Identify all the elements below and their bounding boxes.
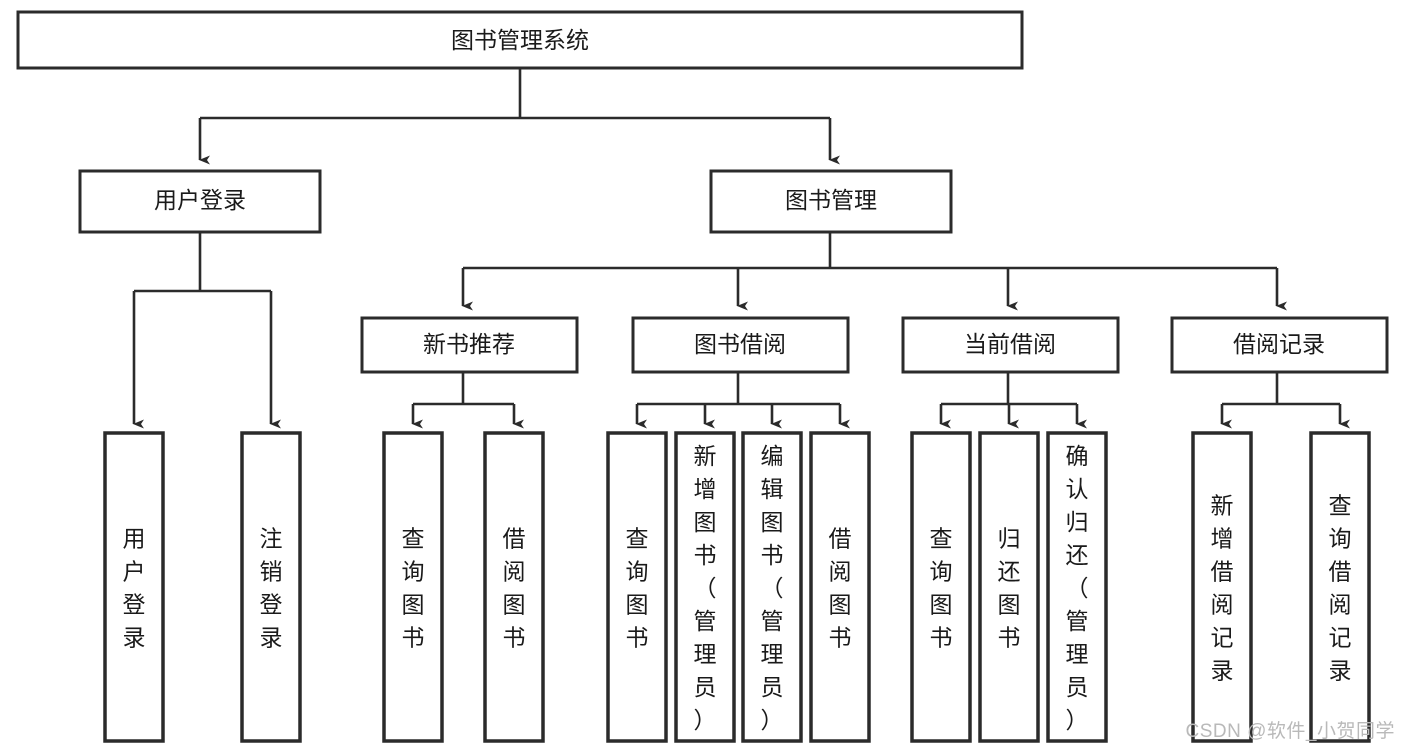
node-leaf11[interactable]: 确认归还（管理员） — [1046, 431, 1108, 743]
node-leaf6[interactable]: 新增图书（管理员） — [674, 431, 736, 743]
node-box-leaf12[interactable] — [1191, 431, 1253, 743]
node-box-leaf9[interactable] — [910, 431, 972, 743]
node-label-bookmgmt: 图书管理 — [785, 187, 877, 213]
node-label-borrow: 图书借阅 — [694, 331, 786, 357]
node-borrow[interactable]: 图书借阅 — [631, 316, 850, 374]
node-leaf13[interactable]: 查询借阅记录 — [1309, 431, 1371, 743]
node-bookmgmt[interactable]: 图书管理 — [709, 169, 953, 234]
node-box-leaf13[interactable] — [1309, 431, 1371, 743]
node-leaf12[interactable]: 新增借阅记录 — [1191, 431, 1253, 743]
node-label-leaf2: 注销登录 — [260, 526, 283, 651]
node-leaf5[interactable]: 查询图书 — [606, 431, 668, 743]
node-current[interactable]: 当前借阅 — [901, 316, 1120, 374]
leaf-nodes-layer: 用户登录 注销登录 查询图书 借阅图书 查询图书 新增图书（管理员） — [103, 431, 1371, 743]
node-box-borrow[interactable] — [631, 316, 850, 374]
node-label-leaf1: 用户登录 — [123, 526, 146, 651]
node-label-leaf12: 新增借阅记录 — [1211, 493, 1234, 684]
node-label-leaf7: 编辑图书（管理员） — [761, 443, 784, 733]
node-label-leaf5: 查询图书 — [626, 526, 649, 651]
node-leaf2[interactable]: 注销登录 — [240, 431, 302, 743]
node-leaf10[interactable]: 归还图书 — [978, 431, 1040, 743]
connector-layer — [132, 68, 1350, 429]
node-leaf9[interactable]: 查询图书 — [910, 431, 972, 743]
node-box-login[interactable] — [78, 169, 322, 234]
node-root[interactable]: 图书管理系统 — [16, 10, 1024, 70]
node-label-leaf13: 查询借阅记录 — [1329, 493, 1352, 684]
node-box-leaf1[interactable] — [103, 431, 165, 743]
node-leaf1[interactable]: 用户登录 — [103, 431, 165, 743]
node-box-root[interactable] — [16, 10, 1024, 70]
node-leaf8[interactable]: 借阅图书 — [809, 431, 871, 743]
node-newbook[interactable]: 新书推荐 — [360, 316, 579, 374]
node-record[interactable]: 借阅记录 — [1170, 316, 1389, 374]
node-label-leaf3: 查询图书 — [402, 526, 425, 651]
node-box-leaf3[interactable] — [382, 431, 444, 743]
node-label-root: 图书管理系统 — [451, 27, 589, 53]
node-label-leaf11: 确认归还（管理员） — [1066, 443, 1089, 733]
node-label-leaf8: 借阅图书 — [829, 526, 852, 651]
node-leaf3[interactable]: 查询图书 — [382, 431, 444, 743]
node-label-leaf4: 借阅图书 — [503, 526, 526, 651]
node-leaf4[interactable]: 借阅图书 — [483, 431, 545, 743]
node-label-leaf6: 新增图书（管理员） — [694, 443, 717, 733]
node-label-login: 用户登录 — [154, 187, 246, 213]
node-box-record[interactable] — [1170, 316, 1389, 374]
node-label-current: 当前借阅 — [964, 331, 1056, 357]
node-box-current[interactable] — [901, 316, 1120, 374]
node-box-leaf11[interactable] — [1046, 431, 1108, 743]
node-label-leaf9: 查询图书 — [930, 526, 953, 651]
node-login[interactable]: 用户登录 — [78, 169, 322, 234]
node-label-leaf10: 归还图书 — [998, 526, 1021, 651]
node-box-leaf4[interactable] — [483, 431, 545, 743]
node-label-newbook: 新书推荐 — [423, 331, 515, 357]
node-box-bookmgmt[interactable] — [709, 169, 953, 234]
node-box-leaf7[interactable] — [741, 431, 803, 743]
node-label-record: 借阅记录 — [1233, 331, 1325, 357]
node-box-leaf5[interactable] — [606, 431, 668, 743]
node-box-leaf6[interactable] — [674, 431, 736, 743]
node-box-newbook[interactable] — [360, 316, 579, 374]
node-box-leaf10[interactable] — [978, 431, 1040, 743]
node-box-leaf2[interactable] — [240, 431, 302, 743]
node-leaf7[interactable]: 编辑图书（管理员） — [741, 431, 803, 743]
node-box-leaf8[interactable] — [809, 431, 871, 743]
